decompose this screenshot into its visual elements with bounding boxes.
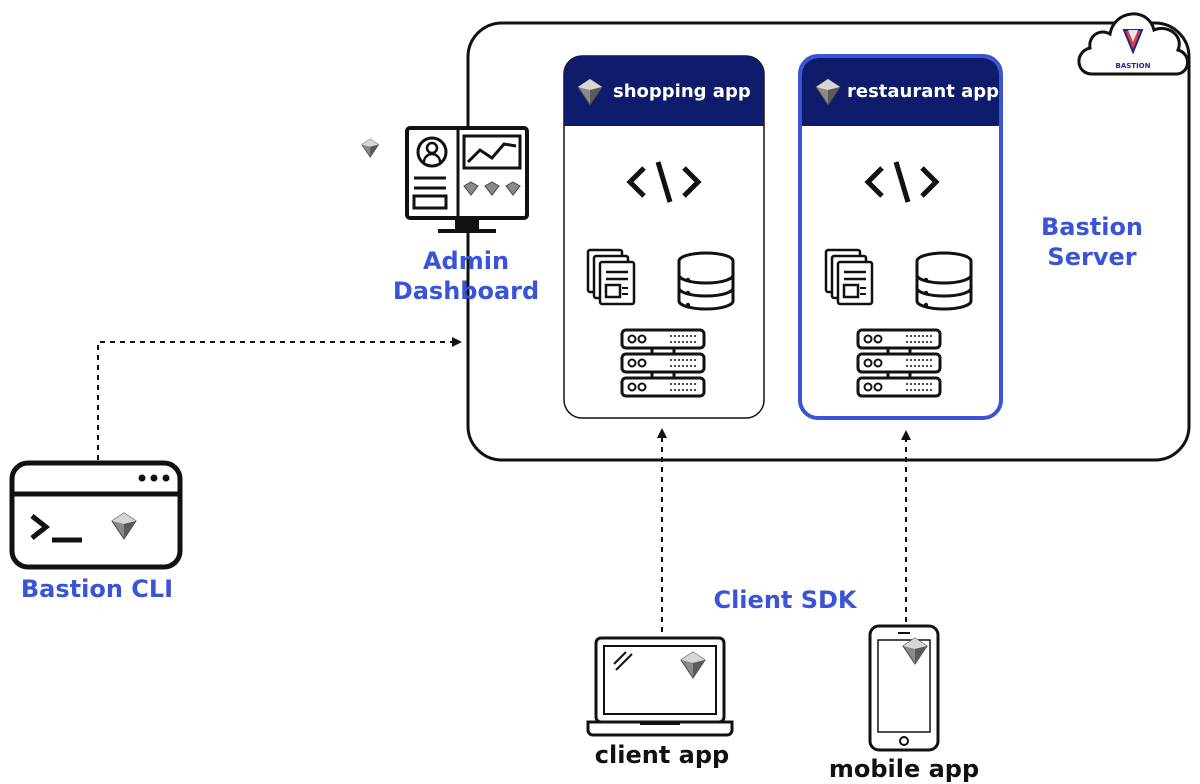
restaurant-app-card <box>798 54 1003 420</box>
bastion-cloud-logo-icon <box>1077 12 1189 76</box>
admin-dashboard-label: Admin Dashboard <box>380 246 552 306</box>
shopping-app-card <box>563 55 765 419</box>
laptop-to-shopping-arrow <box>657 428 667 632</box>
dashboard-gem-icon-1 <box>361 138 379 158</box>
restaurant-server-rack-icon <box>856 328 942 398</box>
admin-dashboard-monitor-icon <box>405 126 529 233</box>
admin-label-line1: Admin <box>422 247 510 275</box>
cli-terminal-icon <box>9 460 183 570</box>
cli-to-server-arrow <box>97 337 462 460</box>
restaurant-documents-icon <box>824 248 874 306</box>
server-label-line1: Bastion <box>1040 213 1144 241</box>
restaurant-app-title: restaurant app <box>847 81 999 102</box>
bastion-cli-label: Bastion CLI <box>20 575 174 603</box>
shopping-documents-icon <box>586 248 636 306</box>
phone-to-restaurant-arrow <box>901 430 911 622</box>
admin-label-line2: Dashboard <box>392 277 540 305</box>
restaurant-database-icon <box>915 251 973 311</box>
mobile-app-label: mobile app <box>828 755 980 783</box>
client-sdk-label: Client SDK <box>713 586 857 614</box>
bastion-server-label: Bastion Server <box>1020 212 1164 272</box>
shopping-server-rack-icon <box>620 328 706 398</box>
shopping-app-title: shopping app <box>613 81 751 102</box>
cloud-logo-text: BASTION <box>1115 62 1151 70</box>
laptop-icon <box>586 636 734 737</box>
client-app-label: client app <box>594 741 730 769</box>
server-label-line2: Server <box>1047 243 1137 271</box>
phone-icon <box>868 624 940 752</box>
dashboard-gems-icon <box>463 181 521 196</box>
shopping-database-icon <box>677 251 735 311</box>
